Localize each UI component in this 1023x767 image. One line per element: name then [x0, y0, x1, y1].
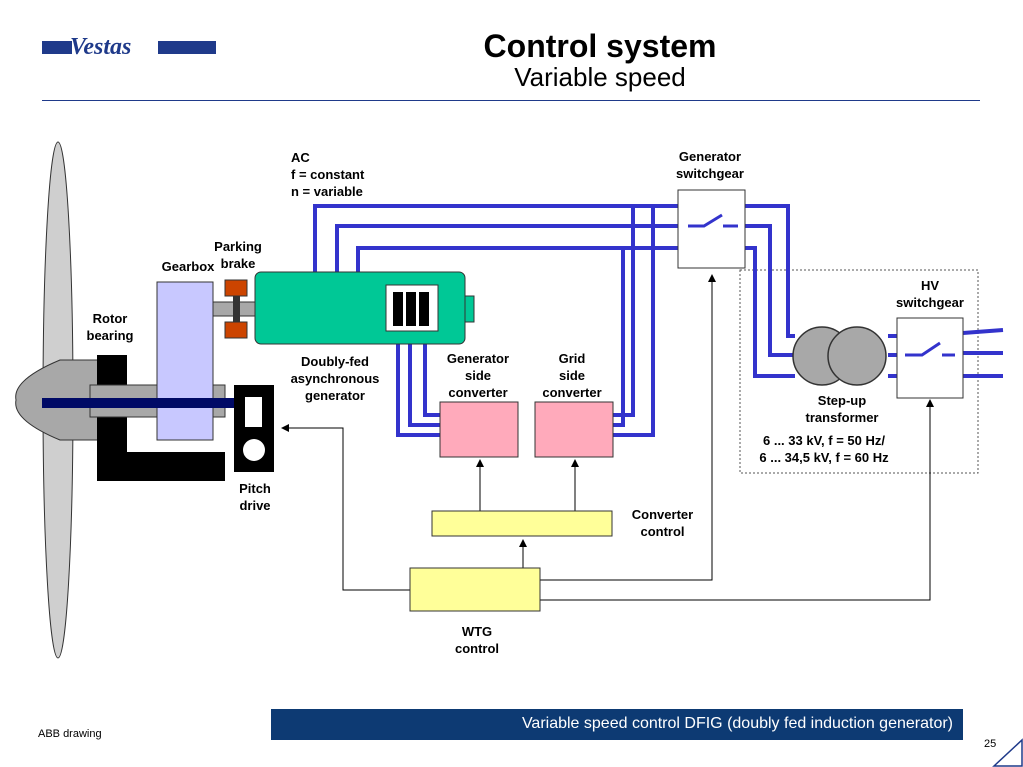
page-title: Control system: [483, 28, 717, 64]
pitch-drive-slot: [245, 397, 262, 427]
pitch-drive-label: Pitch drive: [239, 481, 271, 513]
hv-section-box: [739, 269, 979, 474]
wtg-control-box: [409, 567, 541, 612]
grid-side-converter-label: Grid side converter: [542, 351, 602, 400]
hv-switchgear: [896, 317, 964, 399]
doubly-fed-generator-label: Doubly-fed asynchronous generator: [290, 354, 380, 403]
hv-switchgear-label: HV switchgear: [896, 278, 964, 310]
source-credit: ABB drawing: [38, 728, 102, 740]
parking-brake-label: Parking brake: [214, 239, 262, 271]
ac-label: AC f = constant n = variable: [291, 150, 365, 199]
generator-side-converter-label: Generator side converter: [446, 351, 510, 400]
page-number: 25: [984, 738, 997, 750]
pitch-drive-wheel: [243, 439, 265, 461]
gearbox: [156, 281, 214, 441]
vestas-logo: Vestas: [70, 34, 132, 60]
generator-switch-symbol: [688, 213, 738, 228]
grid-side-converter: [534, 401, 614, 458]
header-divider: [42, 100, 980, 101]
parking-brake-caliper-bottom: [224, 321, 248, 339]
rotor-bearing: [97, 355, 225, 481]
voltage-rating-label: 6 ... 33 kV, f = 50 Hz/ 6 ... 34,5 kV, f…: [759, 433, 889, 465]
logo-bar-right: [158, 41, 216, 54]
hv-switch-symbol: [905, 341, 955, 357]
page-subtitle: Variable speed: [514, 62, 686, 92]
parking-brake-caliper-top: [224, 279, 248, 297]
footer-band: [271, 709, 963, 740]
converter-control-label: Converter control: [631, 507, 694, 539]
wtg-control-label: WTG control: [454, 624, 500, 656]
power-lines: [313, 204, 1004, 437]
converter-control-box: [431, 510, 613, 537]
main-shaft: [42, 398, 242, 408]
rotor-bearing-label: Rotor bearing: [86, 311, 134, 343]
footer-caption: Variable speed control DFIG (doubly fed …: [521, 715, 953, 732]
parking-brake-disc: [233, 282, 240, 338]
step-up-transformer-label: Step-up transformer: [805, 393, 879, 425]
generator-side-converter: [439, 401, 519, 458]
transformer-coil-2: [827, 326, 887, 386]
slip-ring-2: [406, 292, 416, 326]
page-corner-icon: [992, 738, 1023, 767]
gearbox-label: Gearbox: [161, 259, 215, 274]
generator-switchgear: [677, 189, 746, 269]
control-lines: [281, 274, 934, 601]
slip-ring-3: [419, 292, 429, 326]
generator-switchgear-label: Generator switchgear: [676, 149, 744, 181]
slip-ring-1: [393, 292, 403, 326]
logo-bar-left: [42, 41, 72, 54]
